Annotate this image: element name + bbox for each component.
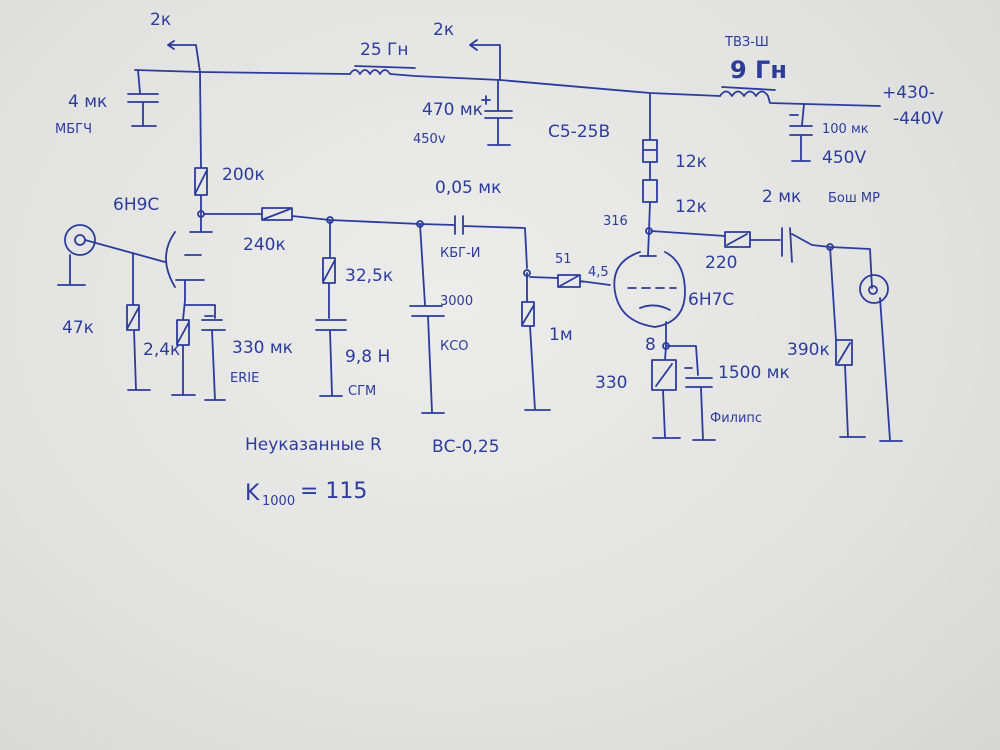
label-c2-voltage: 450v (413, 132, 446, 147)
output-resistor-220 (650, 227, 873, 289)
note-resistors: Неуказанные R (245, 435, 382, 455)
label-r-grid-in: 47к (62, 318, 94, 338)
shunt-resistor-32k (315, 219, 347, 397)
capacitor-c2 (481, 79, 513, 146)
label-r-cathode1: 2,4к (143, 340, 180, 360)
label-v-cathode2: 8 (645, 335, 656, 355)
label-tube1: 6Н9С (113, 195, 159, 215)
label-voltage-2: -440V (893, 109, 944, 129)
cathode-capacitor-1 (201, 315, 226, 401)
label-r-cathode2: 330 (595, 373, 627, 393)
label-c-output: 2 мк (762, 187, 801, 207)
label-tap-left: 2к (150, 10, 171, 30)
label-c-coupling: 0,05 мк (435, 178, 501, 198)
label-r-grid2: 1м (549, 325, 573, 345)
cathode-resistor-1 (171, 299, 216, 396)
tap-right-arrow (469, 39, 501, 81)
cathode-resistor-330 (651, 345, 699, 439)
load-resistor-390k (829, 246, 866, 438)
label-c2-value: 470 мк (422, 100, 483, 120)
series-resistor-240k (203, 207, 528, 269)
label-c-cathode1-type: ERIE (230, 371, 259, 386)
label-c-output-type: Бош МР (828, 191, 880, 206)
capacitor-c1 (127, 69, 159, 127)
capacitor-3000 (409, 223, 445, 414)
cathode-capacitor-1500 (684, 367, 716, 441)
tube-6n7s (613, 230, 686, 346)
capacitor-c3 (789, 103, 813, 162)
label-r-anode2a: 12к (675, 152, 707, 172)
label-r-load: 390к (787, 340, 830, 360)
anode-resistors-12k (642, 92, 658, 231)
label-choke2: 9 Гн (730, 56, 787, 84)
label-r-series: 240к (243, 235, 286, 255)
note-gain-sub: 1000 (262, 494, 295, 509)
label-c-cathode1: 330 мк (232, 338, 293, 358)
grid-stop-resistor-51 (529, 274, 611, 288)
label-voltage-1: +430- (882, 83, 935, 103)
label-c-cathode2: 1500 мк (718, 363, 790, 383)
label-inductor-shunt: 9,8 Н (345, 347, 390, 367)
input-jack-pin (74, 234, 86, 246)
label-c1-value: 4 мк (68, 92, 107, 112)
label-v-anode2: 316 (603, 214, 628, 229)
label-c1-type: МБГЧ (55, 122, 92, 137)
label-tap-right: 2к (433, 20, 454, 40)
label-c3-value: 100 мк (822, 122, 869, 137)
output-jack-pin (868, 285, 878, 295)
label-v-grid2: 4,5 (588, 265, 609, 280)
output-ground (879, 297, 903, 442)
label-r-anode1: 200к (222, 165, 265, 185)
label-r-anode2b: 12к (675, 197, 707, 217)
output-jack[interactable] (859, 274, 889, 304)
label-c-filter-type: КСО (440, 339, 469, 354)
label-c3-voltage: 450V (822, 148, 866, 168)
grid-resistor-1m (521, 272, 551, 411)
label-c-cathode2-type: Филипс (710, 411, 762, 426)
label-c2-type: С5-25В (548, 122, 610, 142)
note-gain-k: K (245, 481, 260, 506)
label-r-shunt: 32,5к (345, 266, 393, 286)
note-gain-value: = 115 (300, 479, 367, 504)
label-r-out: 220 (705, 253, 737, 273)
input-wire (57, 239, 166, 286)
label-c-coupling-type: КБГ-И (440, 246, 481, 261)
note-resistors-type: ВС-0,25 (432, 437, 500, 457)
grid-resistor-47k (126, 252, 151, 391)
input-jack[interactable] (64, 224, 96, 256)
label-tube2: 6Н7С (688, 290, 734, 310)
tap-left-arrow (167, 40, 201, 73)
label-choke2-type: ТВЗ-Ш (724, 35, 769, 50)
label-choke1: 25 Гн (360, 40, 409, 60)
label-r-grid-stop: 51 (555, 252, 572, 267)
label-inductor-type: СГМ (348, 384, 376, 399)
tube-6n9s (165, 213, 213, 301)
label-c-filter: 3000 (440, 294, 473, 309)
anode-resistor-1 (194, 71, 208, 214)
